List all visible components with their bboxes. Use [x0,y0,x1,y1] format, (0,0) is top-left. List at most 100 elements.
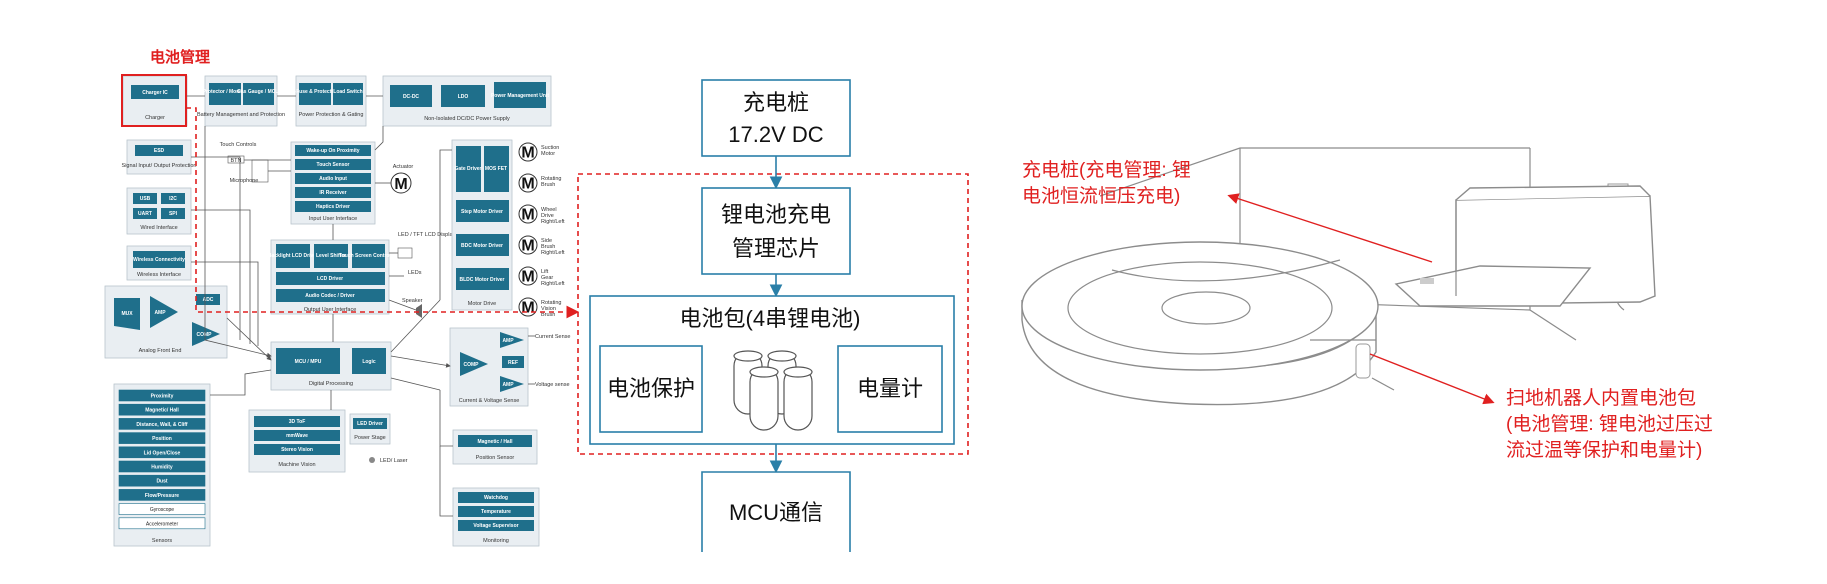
svg-text:Gate Driver: Gate Driver [455,166,482,172]
svg-text:DC-DC: DC-DC [403,94,419,100]
motor-label: Brush [541,244,555,250]
sensor-block [118,389,206,402]
system-block-diagram: 电池管理 Charger IC Charger Protector / Moni… [104,48,580,547]
svg-text:LED / TFT LCD Display: LED / TFT LCD Display [398,232,456,238]
svg-text:电池恒流恒压充电): 电池恒流恒压充电) [1022,185,1180,207]
svg-text:BDC Motor Driver: BDC Motor Driver [461,243,503,249]
svg-text:M: M [394,176,407,193]
charging-pile-box: 充电桩 17.2V DC [701,79,851,157]
svg-text:MOS FET: MOS FET [485,166,507,172]
motor-symbol: M [521,300,534,317]
position-sensor-group: Magnetic / Hall Position Sensor [452,429,538,465]
dock-annotation: 充电桩(充电管理: 锂 电池恒流恒压充电) [1022,159,1191,207]
sensor-label: Lid Open/Close [144,450,181,456]
svg-text:17.2V DC: 17.2V DC [728,122,823,147]
output-user-interface-group: Backlight LCD Driver Level Shifter Touch… [268,239,397,315]
motor-label: Suction [541,145,559,151]
svg-text:ADC: ADC [203,297,214,303]
power-supply-group: DC-DC LDO Power Management Unit Non-Isol… [382,75,552,127]
motor-label: Gear [541,275,553,281]
sensor-block [118,503,206,515]
charging-flow-diagram: 充电桩 17.2V DC 锂电池充电 管理芯片 电池包(4串锂电池) 电池保护 [577,79,969,552]
svg-text:Haptics Driver: Haptics Driver [316,204,350,210]
svg-text:Current Sense: Current Sense [535,334,570,340]
motor-icon [518,204,538,224]
digital-processing-group: MCU / MPU Logic Digital Processing [270,341,392,391]
svg-text:BTN: BTN [231,158,242,164]
svg-text:锂电池充电: 锂电池充电 [721,202,831,227]
svg-text:ESD: ESD [154,148,165,154]
robot-annotation: 扫地机器人内置电池包 (电池管理: 锂电池过压过 流过温等保护和电量计) [1506,387,1713,461]
svg-text:Machine Vision: Machine Vision [278,462,315,468]
svg-text:Analog Front End: Analog Front End [139,348,182,354]
motor-label: Lift [541,269,549,275]
svg-text:管理芯片: 管理芯片 [732,236,820,261]
dock-pointer [1227,193,1433,263]
svg-text:Signal Input/ Output Protectio: Signal Input/ Output Protection [122,163,197,169]
battery-group: Protector / Monitor Gas Gauge / MCU Batt… [197,75,285,127]
robot-vacuum [1021,241,1395,406]
svg-text:USB: USB [140,196,151,202]
robot-pointer [1369,353,1495,405]
svg-text:Wireless Connectivity: Wireless Connectivity [133,257,185,263]
esd-group: ESD Signal Input/ Output Protection [122,139,197,175]
svg-text:Temperature: Temperature [481,509,511,515]
sensor-label: Humidity [151,465,173,471]
motor-label: Motor [541,151,555,157]
sensor-label: Dust [156,479,167,485]
current-voltage-sense-group: AMP COMP REF AMP Current & Voltage Sense [449,327,529,407]
svg-text:SPI: SPI [169,211,178,217]
svg-text:Logic: Logic [362,359,376,365]
sensor-label: Magnetic/ Hall [145,408,179,414]
svg-text:Speaker: Speaker [402,298,423,304]
svg-text:Touch Controls: Touch Controls [220,142,257,148]
battery-link-dashed [186,107,580,319]
motor-label: Drive [541,213,554,219]
svg-text:Wireless Interface: Wireless Interface [137,272,181,278]
motor-symbol: M [521,207,534,224]
svg-text:Stereo Vision: Stereo Vision [281,447,313,453]
svg-text:Wired Interface: Wired Interface [140,225,177,231]
motor-label: Right/Left [541,219,565,225]
svg-text:Magnetic / Hall: Magnetic / Hall [477,439,513,445]
svg-text:Input User Interface: Input User Interface [309,216,357,222]
sensor-block [118,517,206,530]
analog-front-end-group: MUX AMP ADC COMP Analog Front End [104,285,228,359]
motor-icon [518,266,538,286]
svg-text:Digital Processing: Digital Processing [309,381,353,387]
motor-label: Wheel [541,207,557,213]
svg-text:Power Management Unit: Power Management Unit [491,93,549,99]
sensor-block [118,460,206,473]
svg-text:Power Stage: Power Stage [354,435,386,441]
mcu-box: MCU通信 [701,471,851,552]
battery-protection-box: 电池保护 [599,345,703,433]
svg-text:MCU / MPU: MCU / MPU [295,359,322,365]
svg-text:Output User Interface: Output User Interface [304,307,357,313]
motor-symbol: M [521,145,534,162]
svg-text:COMP: COMP [197,332,213,338]
svg-text:(电池管理: 锂电池过压过: (电池管理: 锂电池过压过 [1506,413,1713,435]
svg-text:Wake-up On Proximity: Wake-up On Proximity [306,148,359,154]
robot-illustration: 充电桩(充电管理: 锂 电池恒流恒压充电) 扫地机器人内置电池包 (电池管理: … [1021,147,1713,461]
svg-text:充电桩(充电管理: 锂: 充电桩(充电管理: 锂 [1022,159,1191,181]
svg-text:Monitoring: Monitoring [483,538,509,544]
power-protection-group: E-Fuse & Protection Load Switch Power Pr… [291,75,367,127]
svg-text:Gas Gauge / MCU: Gas Gauge / MCU [237,89,279,95]
power-stage-group: LED Driver Power Stage [349,413,391,445]
svg-text:Actuator: Actuator [393,164,414,170]
svg-text:Watchdog: Watchdog [484,495,508,501]
battery-management-highlight [121,74,187,127]
sensor-block [118,489,206,501]
svg-text:BLDC Motor Driver: BLDC Motor Driver [459,277,504,283]
svg-text:Non-Isolated DC/DC Power Suppl: Non-Isolated DC/DC Power Supply [424,116,510,122]
svg-text:Motor Drive: Motor Drive [468,301,496,307]
charger-group: Charger IC Charger [122,75,188,127]
svg-text:Audio Codec / Driver: Audio Codec / Driver [305,293,355,299]
input-user-interface-group: Wake-up On Proximity Touch Sensor Audio … [290,141,376,225]
motor-label: Rotating [541,300,562,306]
svg-text:充电桩: 充电桩 [743,90,809,115]
motor-icon [518,142,538,162]
